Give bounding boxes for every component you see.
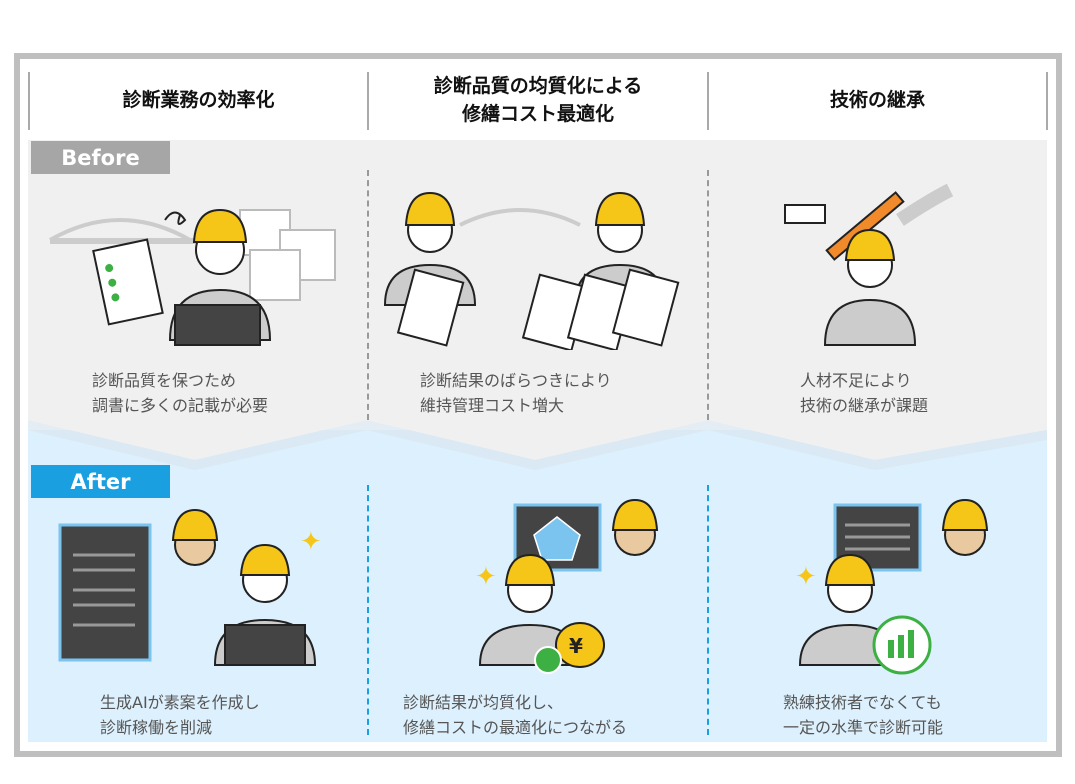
after-text-succession: 熟練技術者でなくても 一定の水準で診断可能 — [783, 693, 944, 737]
column-title-quality: 診断品質の均質化による 修繕コスト最適化 — [433, 75, 643, 125]
svg-text:✦: ✦ — [300, 527, 322, 557]
illustration-cost-optimized: ✦ ¥ — [475, 498, 659, 674]
before-text-efficiency: 診断品質を保つため 調書に多くの記載が必要 — [92, 371, 269, 415]
svg-text:✦: ✦ — [795, 562, 817, 592]
yen-symbol: ¥ — [569, 634, 583, 658]
column-separator — [707, 485, 709, 735]
illustration-inconsistent-workers — [383, 191, 680, 350]
divider — [28, 72, 30, 130]
after-text-efficiency: 生成AIが素案を作成し 診断稼働を削減 — [100, 693, 260, 737]
before-label: Before — [31, 141, 170, 174]
divider — [707, 72, 709, 130]
after-text-quality: 診断結果が均質化し、 修繕コストの最適化につながる — [403, 693, 628, 737]
illustration-busy-worker — [49, 208, 336, 346]
divider — [367, 72, 369, 130]
illustration-standard-diagnosis: ✦ — [795, 498, 989, 675]
column-title-succession: 技術の継承 — [829, 89, 925, 111]
illustration-ai-draft: ✦ — [58, 508, 322, 666]
illustration-skill-handover — [784, 183, 954, 346]
svg-text:✦: ✦ — [475, 562, 497, 592]
before-text-quality: 診断結果のばらつきにより 維持管理コスト増大 — [420, 371, 612, 415]
column-separator — [707, 170, 709, 420]
column-separator — [367, 485, 369, 735]
divider — [1046, 72, 1048, 130]
before-text-succession: 人材不足により 技術の継承が課題 — [800, 371, 929, 415]
after-label: After — [31, 465, 170, 498]
column-title-efficiency: 診断業務の効率化 — [122, 89, 275, 111]
column-separator — [367, 170, 369, 420]
